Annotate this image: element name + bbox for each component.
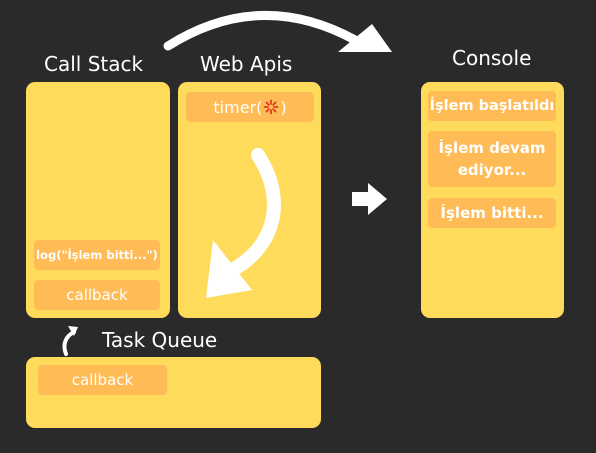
small-curved-up-arrow-icon	[62, 326, 78, 356]
call-stack-item-log: log("İşlem bitti...")	[34, 240, 160, 270]
console-line-1: İşlem başlatıldı	[428, 91, 556, 121]
right-arrow-icon	[352, 183, 387, 215]
console-title: Console	[452, 46, 532, 70]
web-apis-timer: timer( )	[186, 92, 314, 122]
console-line-3: İşlem bitti...	[428, 198, 556, 228]
task-queue-item-callback: callback	[38, 365, 167, 395]
timer-label: timer(	[213, 97, 263, 117]
call-stack-panel	[26, 82, 170, 318]
console-line-2: İşlem devam ediyor...	[428, 131, 556, 187]
task-queue-title: Task Queue	[102, 328, 218, 352]
call-stack-title: Call Stack	[44, 52, 144, 76]
timer-spinner-icon	[263, 99, 279, 115]
call-stack-item-callback: callback	[34, 280, 160, 310]
web-apis-title: Web Apis	[200, 52, 293, 76]
timer-close: )	[280, 97, 287, 117]
